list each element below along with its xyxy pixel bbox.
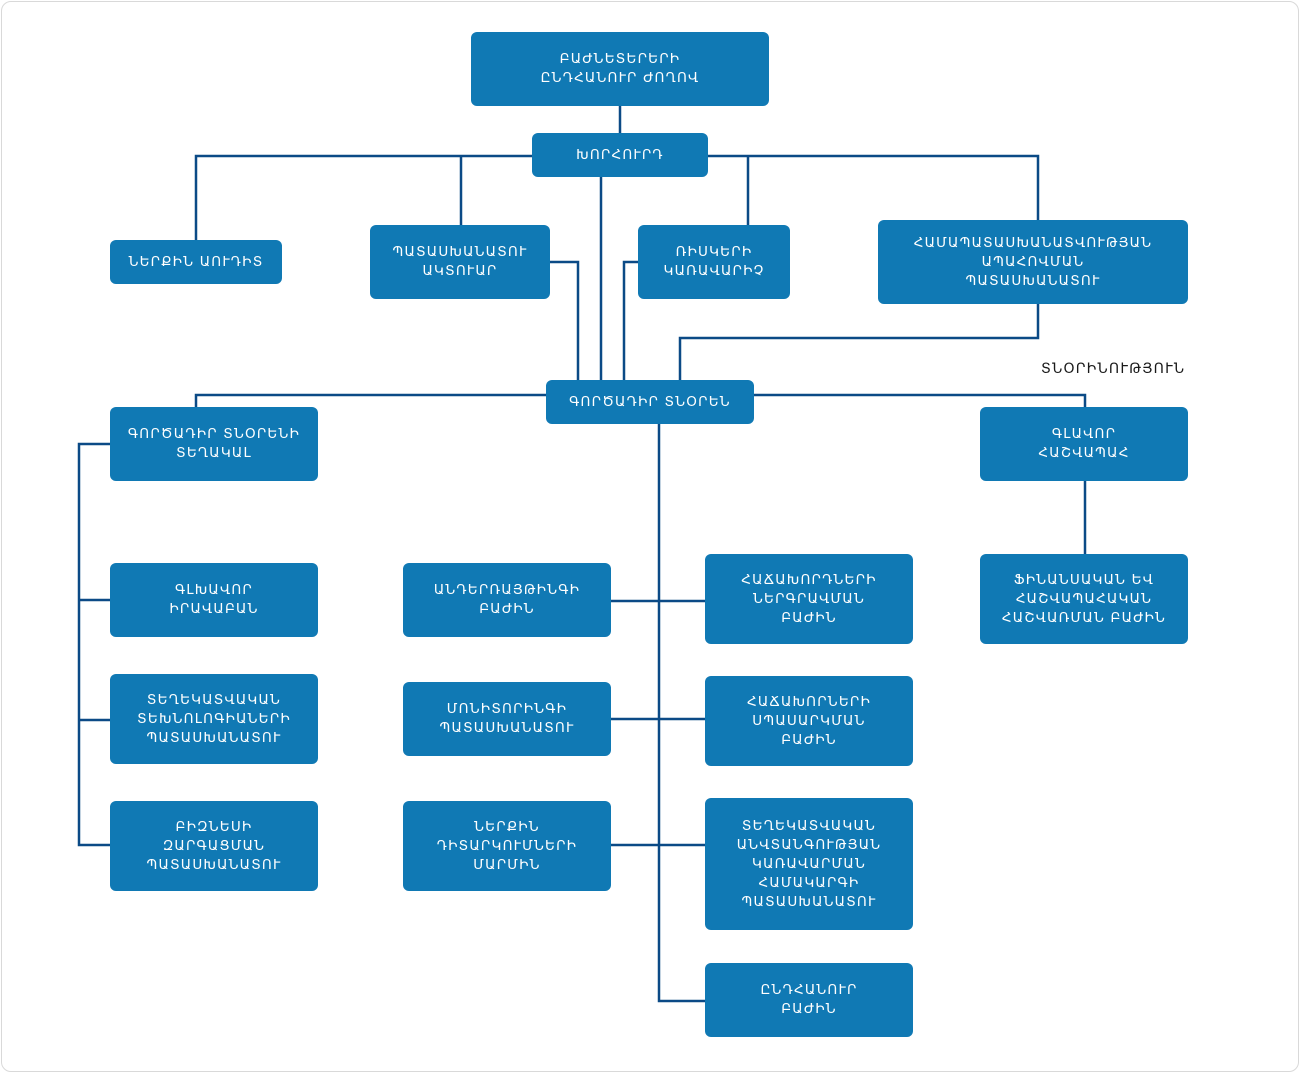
general-department-box: ԸՆԴՀԱՆՈՒՐ ԲԱԺԻՆ	[705, 963, 913, 1037]
deputy-ceo-box: ԳՈՐԾԱԴԻՐ ՏՆՕՐԵՆԻ ՏԵՂԱԿԱԼ	[110, 407, 318, 481]
internal-audit-box: ՆԵՐՔԻՆ ԱՈՒԴԻՏ	[110, 240, 282, 284]
finance-department-box: ՖԻՆԱՆՍԱԿԱՆ ԵՎ ՀԱՇՎԱՊԱՀԱԿԱՆ ՀԱՇՎԱՌՄԱՆ ԲԱԺ…	[980, 554, 1188, 644]
business-development-box: ԲԻԶՆԵՍԻ ԶԱՐԳԱՑՄԱՆ ՊԱՏԱՍԽԱՆԱՏՈՒ	[110, 801, 318, 891]
connector-deputy-bracket	[77, 442, 110, 847]
connector-council-right	[708, 154, 1040, 220]
chief-accountant-box: ԳԼԱՎՈՐ ՀԱՇՎԱՊԱՀ	[980, 407, 1188, 481]
risk-manager-box: ՌԻՍԿԵՐԻ ԿԱՌԱՎԱՐԻՉ	[638, 225, 790, 299]
internal-control-box: ՆԵՐՔԻՆ ԴԻՏԱՐԿՈՒՄՆԵՐԻ ՄԱՐՄԻՆ	[403, 801, 611, 891]
infosec-officer-box: ՏԵՂԵԿԱՏՎԱԿԱՆ ԱՆՎՏԱՆԳՈՒԹՅԱՆ ԿԱՌԱՎԱՐՄԱՆ ՀԱ…	[705, 798, 913, 930]
responsible-actuary-box: ՊԱՏԱՍԽԱՆԱՏՈՒ ԱԿՏՈՒԱՐ	[370, 225, 550, 299]
it-officer-box: ՏԵՂԵԿԱՏՎԱԿԱՆ ՏԵԽՆՈԼՈԳԻԱՆԵՐԻ ՊԱՏԱՍԽԱՆԱՏՈՒ	[110, 674, 318, 764]
shareholders-meeting-box: ԲԱԺՆԵՏԵՐԵՐԻ ԸՆԴՀԱՆՈՒՐ ԺՈՂՈՎ	[471, 32, 769, 106]
connector-ceo-deputy	[194, 393, 546, 407]
ceo-box: ԳՈՐԾԱԴԻՐ ՏՆՕՐԵՆ	[546, 380, 754, 424]
connector-ceo-spine	[657, 424, 705, 1003]
connector-council-left	[194, 154, 532, 240]
client-service-box: ՀԱՃԱԽՈՐՆԵՐԻ ՍՊԱՍԱՐԿՄԱՆ ԲԱԺԻՆ	[705, 676, 913, 766]
connector-compliance-ceo	[678, 304, 1040, 380]
connector-actuary-ceo	[550, 260, 580, 380]
client-attraction-box: ՀԱՃԱԽՈՐԴՆԵՐԻ ՆԵՐԳՐԱՎՄԱՆ ԲԱԺԻՆ	[705, 554, 913, 644]
connector-risk-ceo	[622, 260, 638, 380]
underwriting-box: ԱՆԴԵՐՌԱՅԹԻՆԳԻ ԲԱԺԻՆ	[403, 563, 611, 637]
monitoring-box: ՄՈՆԻՏՈՐԻՆԳԻ ՊԱՏԱՍԽԱՆԱՏՈՒ	[403, 682, 611, 756]
connector-ceo-accountant	[754, 393, 1087, 407]
council-box: ԽՈՐՀՈՒՐԴ	[532, 133, 708, 177]
chief-lawyer-box: ԳԼԽԱՎՈՐ ԻՐԱՎԱԲԱՆ	[110, 563, 318, 637]
directorate-label: ՏՆՕՐԻՆՈՒԹՅՈՒՆ	[1041, 361, 1186, 377]
compliance-officer-box: ՀԱՄԱՊԱՏԱՍԽԱՆԱՏՎՈՒԹՅԱՆ ԱՊԱՀՈՎՄԱՆ ՊԱՏԱՍԽԱՆ…	[878, 220, 1188, 304]
